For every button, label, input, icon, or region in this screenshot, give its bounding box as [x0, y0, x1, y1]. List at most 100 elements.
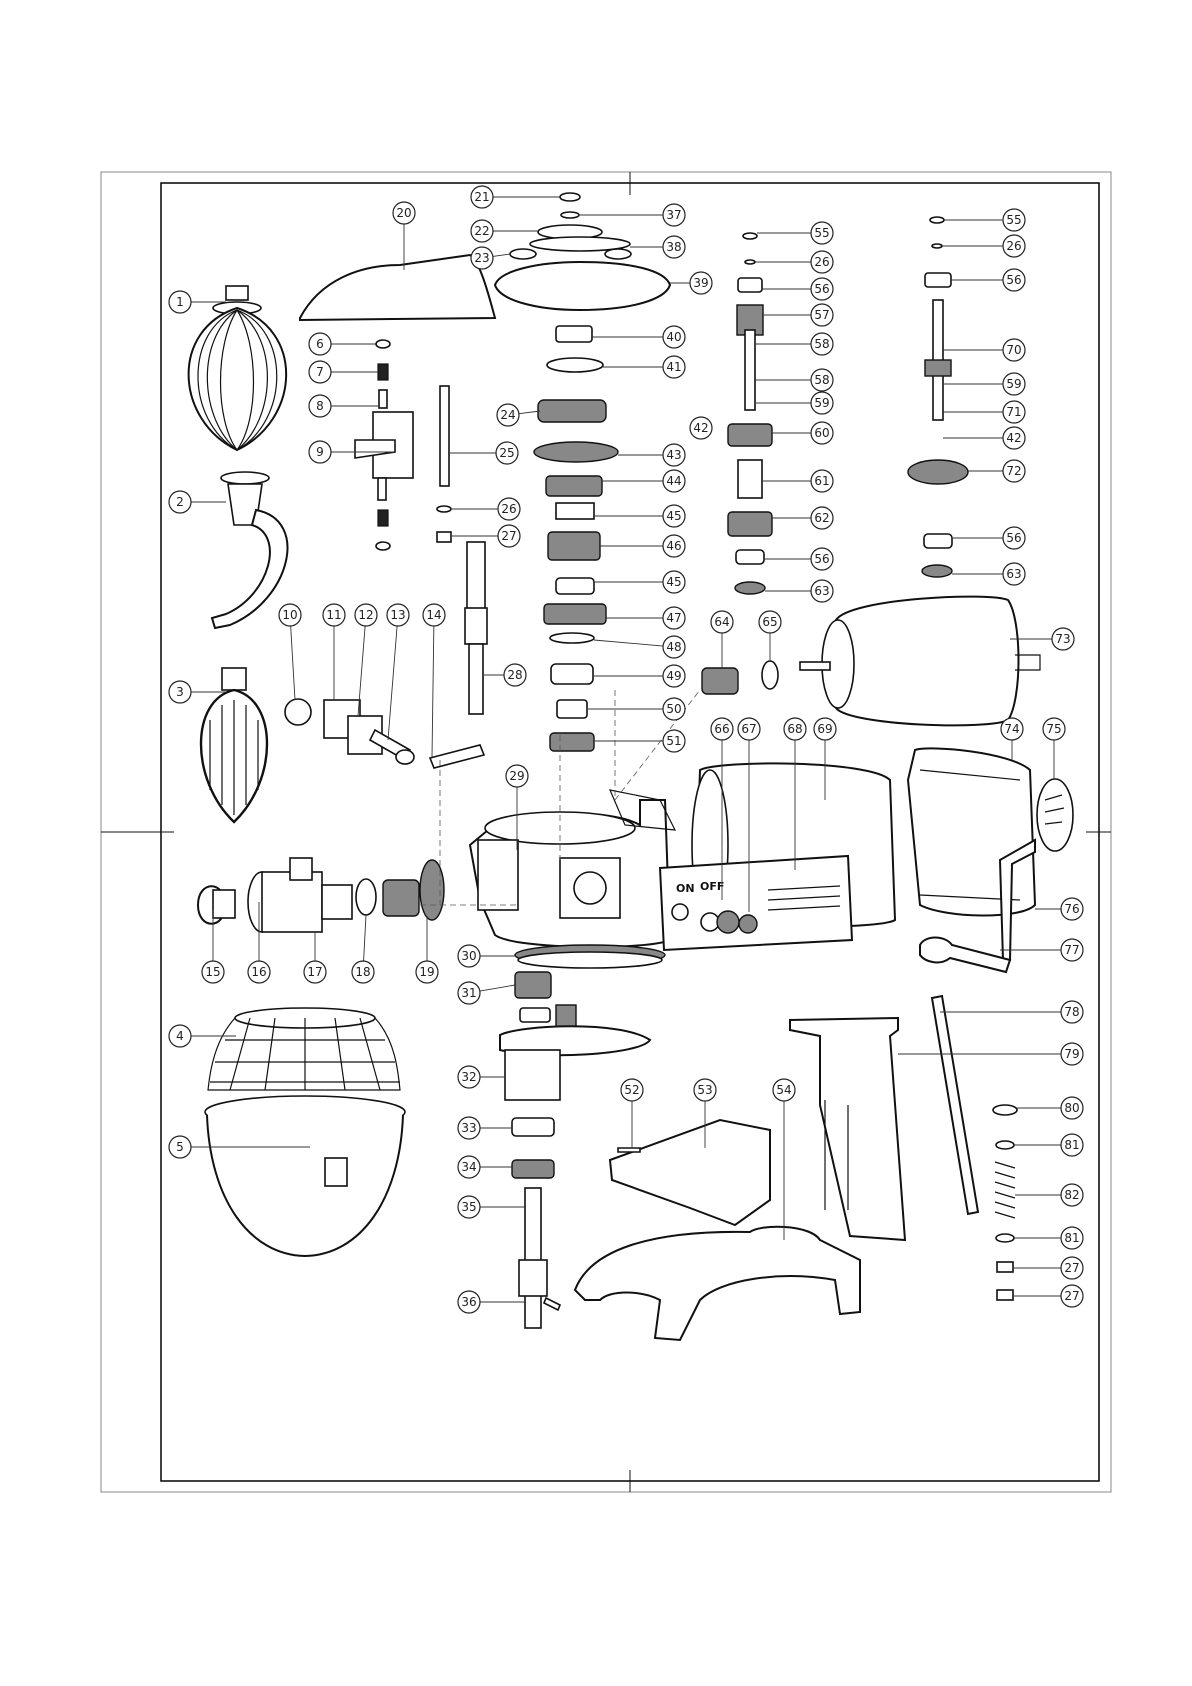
callout-number: 62 [814, 511, 829, 525]
leader-line [594, 640, 663, 646]
callout-number: 2 [176, 495, 184, 509]
part-worm [702, 668, 738, 694]
callout-23: 23 [471, 247, 510, 269]
callout-number: 46 [666, 539, 681, 553]
callout-49: 49 [593, 665, 685, 687]
callout-59: 59 [943, 373, 1025, 395]
callout-number: 55 [1006, 213, 1021, 227]
callout-number: 10 [282, 608, 297, 622]
callout-number: 53 [697, 1083, 712, 1097]
callout-62: 62 [772, 507, 833, 529]
callout-number: 57 [814, 308, 829, 322]
callout-24: 24 [497, 404, 540, 426]
callout-number: 69 [817, 722, 832, 736]
callout-number: 38 [666, 240, 681, 254]
callout-26: 26 [452, 498, 520, 520]
part-dough-hook [212, 472, 287, 628]
callout-42: 42 [943, 427, 1025, 449]
part-rear-housing [908, 748, 1035, 915]
callout-33: 33 [458, 1117, 512, 1139]
callout-4: 4 [169, 1025, 236, 1047]
callout-81: 81 [1014, 1227, 1083, 1249]
callout-number: 26 [501, 502, 516, 516]
callout-number: 28 [507, 668, 522, 682]
leader-line [432, 626, 434, 757]
callout-18: 18 [352, 915, 374, 983]
callout-number: 76 [1064, 902, 1079, 916]
callout-number: 48 [666, 640, 681, 654]
leader-line [291, 626, 295, 700]
callout-number: 5 [176, 1140, 184, 1154]
callout-14: 14 [423, 604, 445, 757]
part-bowl-guard [208, 1008, 400, 1090]
callout-number: 56 [1006, 531, 1021, 545]
callout-26: 26 [755, 251, 833, 273]
callout-number: 26 [1006, 239, 1021, 253]
callout-number: 79 [1064, 1047, 1079, 1061]
callout-number: 50 [666, 702, 681, 716]
callout-number: 21 [474, 190, 489, 204]
callout-number: 51 [666, 734, 681, 748]
callout-73: 73 [1010, 628, 1074, 650]
part-top-cover [300, 255, 495, 320]
callout-number: 55 [814, 226, 829, 240]
callout-number: 17 [307, 965, 322, 979]
callout-59: 59 [755, 392, 833, 414]
callout-number: 54 [776, 1083, 791, 1097]
callout-41: 41 [603, 356, 685, 378]
title-block-area [660, 1346, 1090, 1476]
callout-71: 71 [943, 401, 1025, 423]
callout-number: 22 [474, 224, 489, 238]
callout-35: 35 [458, 1196, 526, 1218]
callout-number: 24 [500, 408, 515, 422]
callout-number: 45 [666, 509, 681, 523]
callout-64: 64 [711, 611, 733, 668]
callout-number: 33 [461, 1121, 476, 1135]
callout-number: 18 [355, 965, 370, 979]
callout-54: 54 [773, 1079, 795, 1240]
callout-number: 16 [251, 965, 266, 979]
part-gear-housing [470, 790, 675, 947]
callout-number: 63 [814, 584, 829, 598]
callout-34: 34 [458, 1156, 512, 1178]
callout-20: 20 [393, 202, 415, 270]
callout-number: 58 [814, 373, 829, 387]
part-shaft-25 [437, 386, 451, 542]
part-attachment-hub [198, 858, 444, 932]
callout-27: 27 [452, 525, 520, 547]
callout-number: 56 [814, 552, 829, 566]
callout-number: 37 [666, 208, 681, 222]
callout-13: 13 [387, 604, 409, 740]
switch-on-label: ON [676, 882, 695, 895]
callout-number: 71 [1006, 405, 1021, 419]
callout-number: 56 [1006, 273, 1021, 287]
callout-number: 15 [205, 965, 220, 979]
callout-number: 52 [624, 1083, 639, 1097]
callout-number: 44 [666, 474, 681, 488]
part-base [575, 1227, 860, 1340]
leader-line [480, 985, 515, 991]
callout-number: 32 [461, 1070, 476, 1084]
callout-number: 42 [693, 421, 708, 435]
callout-number: 25 [499, 446, 514, 460]
callout-number: 60 [814, 426, 829, 440]
callout-number: 77 [1064, 943, 1079, 957]
callout-number: 23 [474, 251, 489, 265]
callout-55: 55 [944, 209, 1025, 231]
callout-56: 56 [764, 548, 833, 570]
callout-48: 48 [594, 636, 685, 658]
callout-number: 27 [501, 529, 516, 543]
part-flat-beater [201, 668, 267, 822]
callout-number: 8 [316, 399, 324, 413]
callout-number: 68 [787, 722, 802, 736]
callout-number: 14 [426, 608, 441, 622]
callout-number: 39 [693, 276, 708, 290]
callout-number: 27 [1064, 1289, 1079, 1303]
callout-number: 75 [1046, 722, 1061, 736]
callout-42: 42 [690, 417, 712, 439]
callout-number: 27 [1064, 1261, 1079, 1275]
callout-number: 72 [1006, 464, 1021, 478]
callout-number: 56 [814, 282, 829, 296]
callout-26: 26 [942, 235, 1025, 257]
part-lift-lever [932, 996, 978, 1214]
